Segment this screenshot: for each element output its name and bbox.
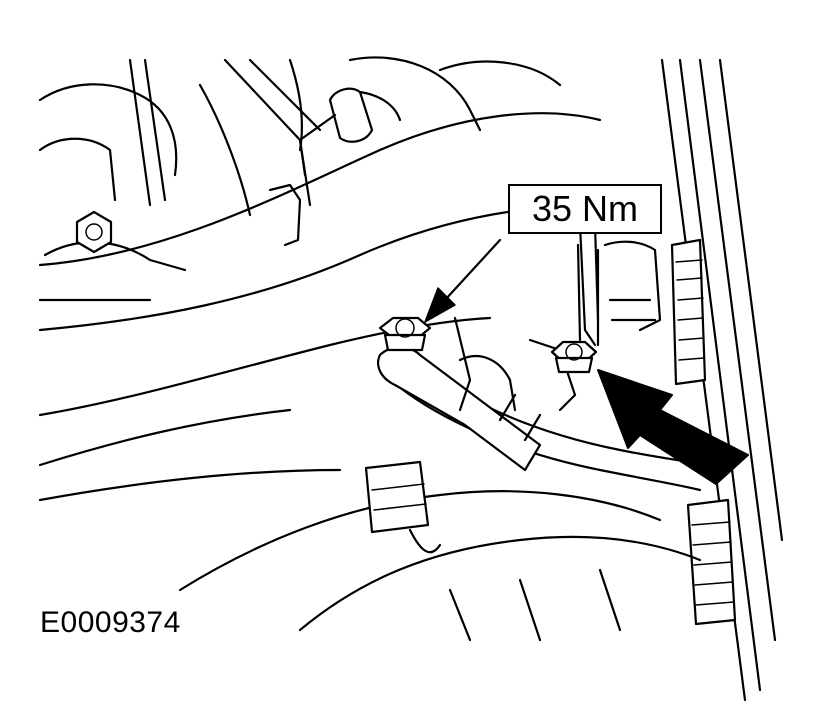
frame-rails bbox=[660, 58, 784, 702]
torque-callout: 35 Nm bbox=[508, 184, 662, 234]
arrow-icon bbox=[424, 238, 502, 323]
torque-label: 35 Nm bbox=[531, 188, 639, 229]
large-arrow-icon bbox=[597, 369, 749, 485]
fastener-right bbox=[550, 243, 600, 374]
fastener-left bbox=[378, 316, 432, 352]
hoses bbox=[38, 112, 712, 642]
background-components bbox=[38, 56, 562, 302]
figure-id: E0009374 bbox=[40, 606, 181, 639]
